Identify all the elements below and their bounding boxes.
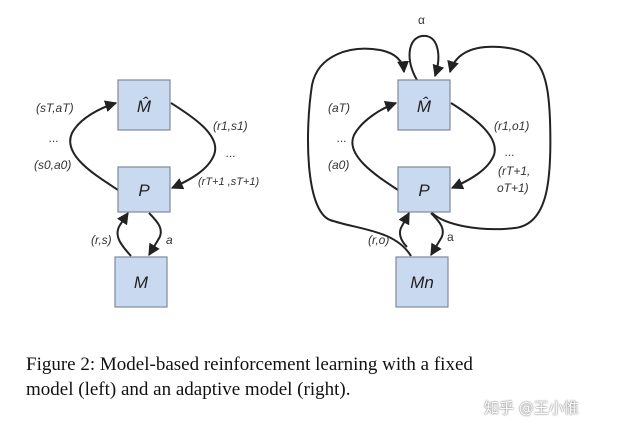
label-rT1-sT1: (rT+1 ,sT+1) xyxy=(198,176,259,188)
node-planner-label: P xyxy=(418,181,430,200)
edge-mn-to-mhat xyxy=(307,47,412,257)
node-model-hat-label: M̂ xyxy=(417,96,432,116)
node-model-n-label: Mn xyxy=(410,273,434,292)
watermark: 知乎 @王小惟 xyxy=(484,399,579,417)
label-dots-left: ... xyxy=(49,131,59,145)
label-dots-left: ... xyxy=(337,131,347,145)
label-r-s: (r,s) xyxy=(91,233,112,247)
label-r-o: (r,o) xyxy=(368,233,389,247)
node-planner xyxy=(397,166,451,213)
edge-alpha-self-loop xyxy=(408,34,445,81)
node-model xyxy=(114,256,168,308)
label-dots-right: ... xyxy=(226,146,236,160)
node-planner xyxy=(117,166,171,213)
node-model-hat-label: M̂ xyxy=(137,96,152,116)
label-r1-o1: (r1,o1) xyxy=(494,119,529,133)
edge-mhat-to-p xyxy=(170,102,217,190)
label-a: a xyxy=(447,230,454,244)
edge-p-to-mn xyxy=(430,212,444,257)
node-planner-label: P xyxy=(138,181,150,200)
edge-p-to-m xyxy=(148,212,162,257)
label-oT1: oT+1) xyxy=(497,181,529,195)
caption-line-1: Figure 2: Model-based reinforcement lear… xyxy=(26,354,473,375)
label-a: a xyxy=(166,233,173,247)
label-r1-s1: (r1,s1) xyxy=(213,119,248,133)
left-diagram: M̂ P M (sT,aT) ... (s0,a0) (r1,s1) ... (… xyxy=(34,79,259,308)
label-rT1: (rT+1, xyxy=(498,164,530,178)
label-dots-right: ... xyxy=(505,145,515,159)
node-model-n xyxy=(395,256,449,308)
node-model-hat xyxy=(117,79,171,131)
edge-mn-to-p xyxy=(398,211,410,248)
edge-m-to-p xyxy=(116,212,132,257)
node-model-hat xyxy=(397,79,451,131)
label-aT: (aT) xyxy=(328,101,350,115)
edge-mhat-to-p xyxy=(450,102,496,190)
label-alpha: α xyxy=(418,13,425,27)
label-a0: (a0) xyxy=(328,158,349,172)
label-s0-a0: (s0,a0) xyxy=(34,158,71,172)
edge-p-to-mhat-outer xyxy=(431,45,552,231)
right-diagram: M̂ P Mn α (aT) ... (a0) (r1,o1) ... (rT+… xyxy=(307,13,552,308)
node-model-label: M xyxy=(134,273,149,292)
label-sT-aT: (sT,aT) xyxy=(36,101,74,115)
edge-p-to-mhat xyxy=(69,100,119,191)
caption-line-2: model (left) and an adaptive model (righ… xyxy=(26,379,351,400)
figure-caption: Figure 2: Model-based reinforcement lear… xyxy=(26,352,586,402)
edge-p-to-mhat xyxy=(351,100,399,191)
